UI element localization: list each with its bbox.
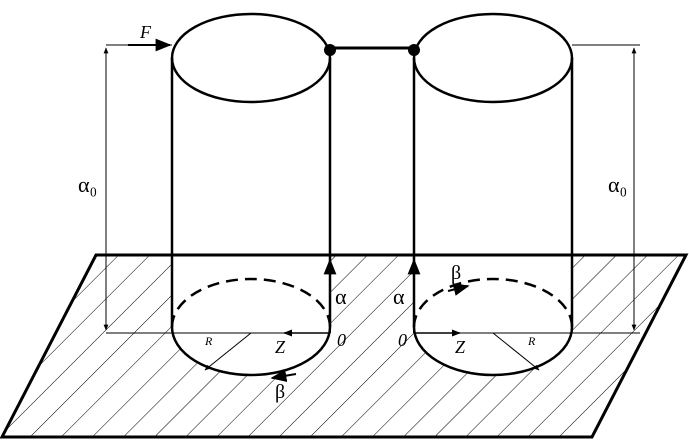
alpha-left-label: α [335,284,347,309]
axis-arrows [204,258,540,382]
alpha0-left-label: α₀ [78,172,97,197]
force-label: F [139,22,152,42]
z-left-label: Z [275,337,286,357]
right-cylinder [412,12,574,377]
beta-right-label: β [451,262,461,284]
beta-bottom-arrow [270,369,297,382]
radius-right-label: R [527,334,536,348]
radius-left-label: R [204,334,213,348]
beta-bottom-label: β [275,381,285,403]
alpha-right-label: α [393,284,405,309]
connecting-rod [324,44,420,56]
alpha0-right-label: α₀ [608,172,627,197]
origin-right-label: 0 [398,330,407,350]
radius-left [204,332,252,371]
z-right-label: Z [455,337,466,357]
origin-left-label: 0 [337,330,346,350]
radius-right [492,332,540,371]
beta-right-arrow [447,283,470,296]
